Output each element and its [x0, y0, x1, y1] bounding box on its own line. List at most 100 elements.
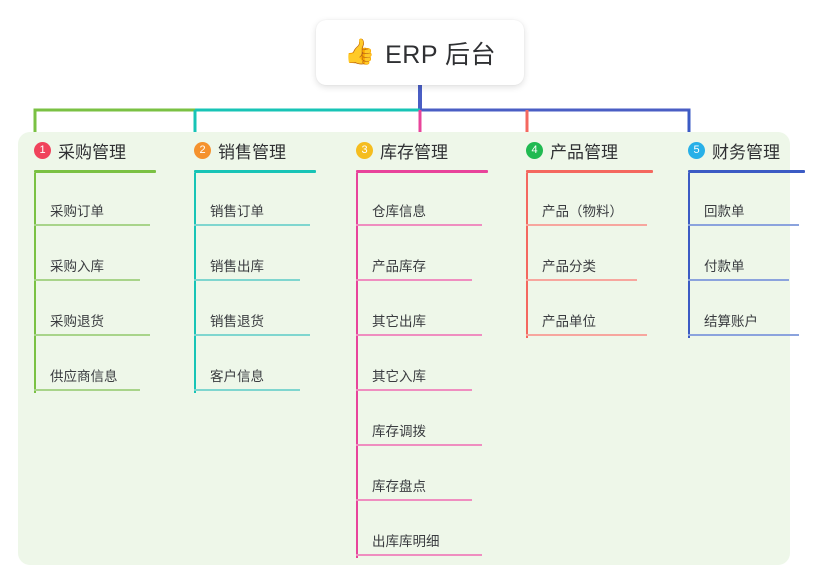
- list-item-rule: [356, 279, 472, 281]
- column-title: 库存管理: [380, 142, 448, 162]
- column-header[interactable]: 3 库存管理: [340, 132, 500, 168]
- list-item-label: 客户信息: [210, 369, 264, 384]
- list-item-rule: [34, 224, 150, 226]
- list-item-label: 产品单位: [542, 314, 596, 329]
- list-item-label: 产品库存: [372, 259, 426, 274]
- list-item-label: 采购入库: [50, 259, 104, 274]
- list-item-rule: [356, 389, 472, 391]
- list-item[interactable]: 库存盘点: [340, 448, 500, 503]
- column-spine: [356, 173, 358, 558]
- column-number-badge: 5: [688, 141, 705, 159]
- list-item[interactable]: 采购入库: [18, 228, 168, 283]
- column-spine: [194, 173, 196, 393]
- column-number-badge: 2: [194, 141, 211, 159]
- list-item-label: 库存调拨: [372, 424, 426, 439]
- list-item-rule: [356, 444, 482, 446]
- column-title: 财务管理: [712, 142, 780, 162]
- list-item-label: 出库库明细: [372, 534, 440, 549]
- list-item-rule: [194, 224, 310, 226]
- list-item-rule: [34, 334, 150, 336]
- list-item-rule: [356, 499, 472, 501]
- list-item-label: 其它出库: [372, 314, 426, 329]
- list-item-rule: [688, 224, 799, 226]
- list-item-label: 产品（物料）: [542, 204, 623, 219]
- list-item[interactable]: 采购退货: [18, 283, 168, 338]
- list-item[interactable]: 仓库信息: [340, 173, 500, 228]
- column-4: 4 产品管理产品（物料） 产品分类产品单位: [510, 132, 665, 338]
- column-5: 5 财务管理回款单付款单结算账户: [672, 132, 817, 338]
- column-items: 销售订单销售出库销售退货客户信息: [178, 173, 328, 393]
- list-item[interactable]: 回款单: [672, 173, 817, 228]
- column-title: 产品管理: [550, 142, 618, 162]
- column-number-badge: 1: [34, 141, 51, 159]
- column-number-badge: 4: [526, 141, 543, 159]
- list-item-label: 产品分类: [542, 259, 596, 274]
- column-items: 采购订单采购入库采购退货供应商信息: [18, 173, 168, 393]
- list-item-rule: [194, 389, 300, 391]
- list-item-rule: [356, 224, 482, 226]
- column-header[interactable]: 5 财务管理: [672, 132, 817, 168]
- column-items: 产品（物料） 产品分类产品单位: [510, 173, 665, 338]
- column-header-rule: [688, 170, 805, 173]
- column-spine: [688, 173, 690, 338]
- list-item[interactable]: 其它入库: [340, 338, 500, 393]
- list-item[interactable]: 采购订单: [18, 173, 168, 228]
- column-header-rule: [526, 170, 653, 173]
- column-items: 回款单付款单结算账户: [672, 173, 817, 338]
- list-item-rule: [526, 279, 637, 281]
- column-number-badge: 3: [356, 141, 373, 159]
- list-item-label: 采购订单: [50, 204, 104, 219]
- list-item-rule: [526, 334, 647, 336]
- list-item[interactable]: 销售订单: [178, 173, 328, 228]
- column-spine: [34, 173, 36, 393]
- page-title: ERP 后台: [385, 40, 497, 69]
- list-item[interactable]: 客户信息: [178, 338, 328, 393]
- list-item-rule: [688, 279, 789, 281]
- list-item-label: 销售订单: [210, 204, 264, 219]
- list-item[interactable]: 结算账户: [672, 283, 817, 338]
- list-item-rule: [34, 389, 140, 391]
- list-item[interactable]: 产品分类: [510, 228, 665, 283]
- list-item[interactable]: 其它出库: [340, 283, 500, 338]
- column-2: 2 销售管理销售订单销售出库销售退货客户信息: [178, 132, 328, 393]
- list-item-rule: [688, 334, 799, 336]
- list-item[interactable]: 供应商信息: [18, 338, 168, 393]
- column-3: 3 库存管理仓库信息产品库存其它出库其它入库库存调拨库存盘点出库库明细: [340, 132, 500, 558]
- list-item[interactable]: 产品（物料）: [510, 173, 665, 228]
- column-header[interactable]: 1 采购管理: [18, 132, 168, 168]
- list-item-label: 销售退货: [210, 314, 264, 329]
- list-item-label: 结算账户: [704, 314, 758, 329]
- column-1: 1 采购管理采购订单采购入库采购退货供应商信息: [18, 132, 168, 393]
- thumbs-up-icon: 👍: [343, 38, 376, 66]
- list-item-label: 库存盘点: [372, 479, 426, 494]
- list-item-label: 采购退货: [50, 314, 104, 329]
- column-header-rule: [194, 170, 316, 173]
- list-item[interactable]: 产品单位: [510, 283, 665, 338]
- list-item-rule: [34, 279, 140, 281]
- list-item[interactable]: 付款单: [672, 228, 817, 283]
- column-title: 销售管理: [218, 142, 286, 162]
- column-spine: [526, 173, 528, 338]
- list-item-rule: [194, 334, 310, 336]
- list-item[interactable]: 销售出库: [178, 228, 328, 283]
- column-title: 采购管理: [58, 142, 126, 162]
- list-item[interactable]: 库存调拨: [340, 393, 500, 448]
- list-item-label: 供应商信息: [50, 369, 118, 384]
- list-item-label: 销售出库: [210, 259, 264, 274]
- list-item-rule: [356, 334, 482, 336]
- column-items: 仓库信息产品库存其它出库其它入库库存调拨库存盘点出库库明细: [340, 173, 500, 558]
- list-item[interactable]: 产品库存: [340, 228, 500, 283]
- list-item-rule: [526, 224, 647, 226]
- mindmap-panel: 1 采购管理采购订单采购入库采购退货供应商信息 2 销售管理销售订单销售出库销售退货客…: [18, 132, 805, 565]
- list-item[interactable]: 销售退货: [178, 283, 328, 338]
- list-item-rule: [356, 554, 482, 556]
- column-header-rule: [356, 170, 488, 173]
- root-node[interactable]: 👍 ERP 后台: [316, 20, 524, 85]
- list-item-label: 其它入库: [372, 369, 426, 384]
- column-header[interactable]: 4 产品管理: [510, 132, 665, 168]
- list-item-label: 回款单: [704, 204, 745, 219]
- list-item-rule: [194, 279, 300, 281]
- column-header-rule: [34, 170, 156, 173]
- column-header[interactable]: 2 销售管理: [178, 132, 328, 168]
- list-item[interactable]: 出库库明细: [340, 503, 500, 558]
